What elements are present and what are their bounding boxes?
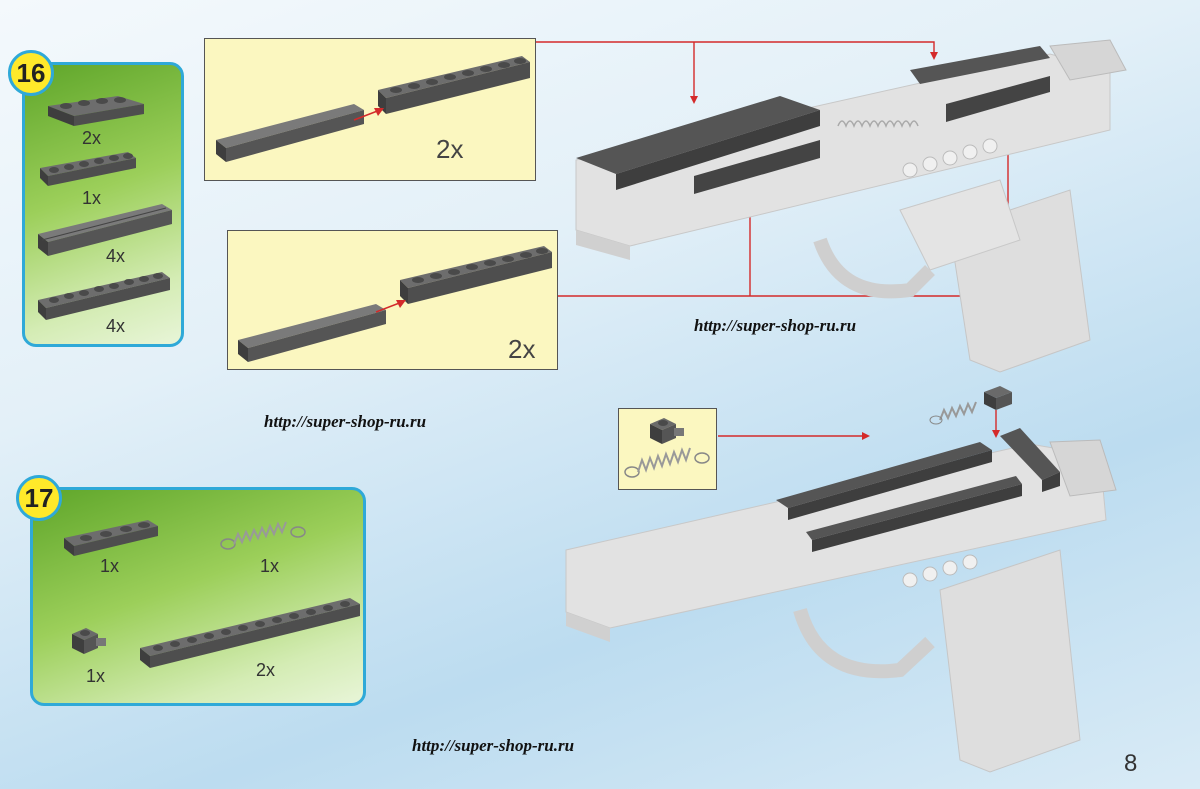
part-qty: 1x (260, 556, 280, 576)
spring-icon (624, 447, 710, 478)
tile-bar-icon (216, 104, 364, 162)
step-17-parts-panel (30, 487, 366, 706)
part-qty: 1x (86, 666, 106, 686)
callout-qty: 2x (436, 134, 464, 164)
plate-1x4-icon (48, 96, 144, 126)
part-qty: 4x (106, 246, 126, 266)
spring-icon (220, 521, 306, 550)
part-qty: 2x (256, 660, 276, 680)
plate-1x12-icon (140, 598, 360, 668)
part-qty: 2x (82, 128, 102, 148)
part-qty: 4x (106, 316, 126, 336)
watermark-url: http://super-shop-ru.ru (412, 736, 575, 755)
insert-arrow-icon (353, 108, 384, 121)
tile-bar-icon (238, 304, 386, 362)
plate-1x8-icon (38, 272, 170, 320)
part-qty: 1x (100, 556, 120, 576)
step-17-badge: 17 (16, 475, 62, 521)
plate-1x6-icon (40, 152, 136, 186)
insert-arrow-icon (375, 300, 406, 313)
clip-pin-icon (650, 418, 684, 444)
watermark-url: http://super-shop-ru.ru (694, 316, 857, 335)
watermark-url: http://super-shop-ru.ru (264, 412, 427, 431)
part-qty: 1x (82, 188, 102, 208)
page-number: 8 (1124, 750, 1138, 777)
plate-1x8-icon (400, 246, 552, 304)
plate-1x8-icon (378, 56, 530, 114)
tile-bar-icon (38, 204, 172, 256)
callout-top (204, 38, 536, 181)
gun-assembly-step-17 (565, 386, 1117, 773)
step-16-badge: 16 (8, 50, 54, 96)
plate-1x4-icon (64, 520, 158, 556)
callout-qty: 2x (508, 334, 536, 364)
clip-pin-icon (72, 628, 106, 654)
gun-assembly-step-16 (575, 39, 1127, 373)
